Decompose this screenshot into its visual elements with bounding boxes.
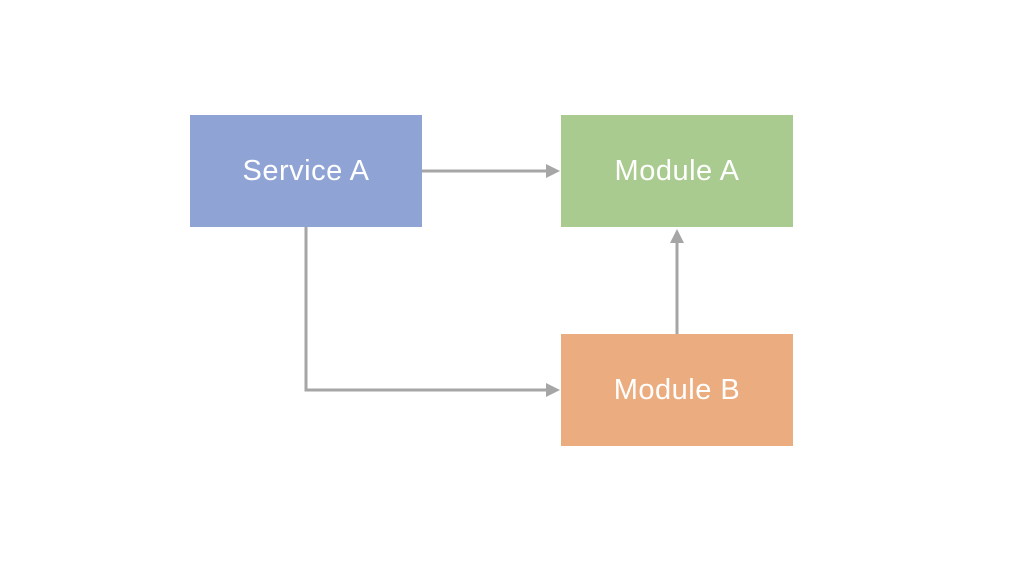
edge-service-a-to-module-b [304, 227, 560, 397]
node-module-a-label: Module A [614, 154, 740, 187]
node-service-a: Service A [190, 115, 422, 227]
edge-line [304, 227, 546, 392]
arrowhead-right-icon [546, 164, 560, 178]
node-module-a: Module A [561, 115, 793, 227]
arrowhead-right-icon [546, 383, 560, 397]
edge-module-b-to-module-a [670, 229, 684, 334]
arrowhead-up-icon [670, 229, 684, 243]
edge-service-a-to-module-a [422, 164, 560, 178]
node-service-a-label: Service A [242, 154, 370, 187]
node-module-b: Module B [561, 334, 793, 446]
node-module-b-label: Module B [613, 373, 741, 406]
